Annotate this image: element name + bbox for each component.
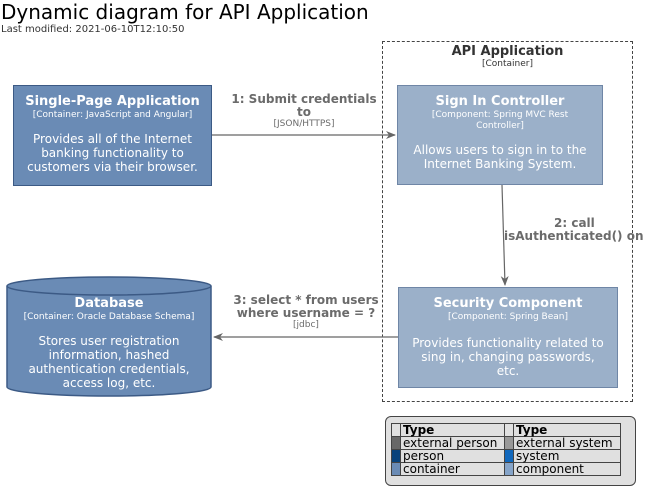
desc-line: access log, etc. <box>62 376 156 390</box>
last-modified-text: Last modified: 2021-06-10T12:10:50 <box>1 24 185 35</box>
desc-line: customers via their browser. <box>27 160 198 174</box>
boundary-type: [Container] <box>481 59 533 69</box>
legend-swatch <box>391 449 401 463</box>
edge-label-line: 3: select * from users <box>233 293 379 307</box>
node-name: Database <box>74 296 144 311</box>
legend-header-swatch <box>391 423 401 437</box>
node-name: Single-Page Application <box>25 94 200 109</box>
legend-swatch <box>504 449 514 463</box>
desc-line: Provides functionality related to <box>412 336 604 350</box>
node-type: [Component: Spring MVC Rest Controller] <box>431 110 569 131</box>
desc-line: Internet Banking System. <box>423 157 577 171</box>
desc-line: Provides all of the Internet <box>33 132 192 146</box>
desc-line: Allows users to sign in to the <box>413 143 587 157</box>
legend-swatch <box>391 436 401 450</box>
desc-line: banking functionality to <box>41 146 184 160</box>
legend-label: external system <box>513 436 621 450</box>
security-component-node[interactable]: Security Component [Component: Spring Be… <box>398 287 618 388</box>
database-text: Database [Container: Oracle Database Sch… <box>6 296 212 390</box>
diagram-title: Dynamic diagram for API Application <box>1 0 369 24</box>
legend-label: component <box>513 462 621 476</box>
node-type: [Container: JavaScript and Angular] <box>32 110 193 120</box>
edge-label-line: 1: Submit credentials <box>231 92 377 106</box>
node-description: Allows users to sign in to the Internet … <box>398 143 602 171</box>
node-type: [Component: Spring Bean] <box>447 312 568 322</box>
desc-line: Stores user registration <box>38 334 180 348</box>
legend-swatch <box>504 462 514 476</box>
edge-technology: [jdbc] <box>293 320 319 330</box>
edge-1-label: 1: Submit credentials to [JSON/HTTPS] <box>226 93 382 130</box>
legend-swatch <box>391 462 401 476</box>
legend-swatch <box>504 436 514 450</box>
edge-technology: [JSON/HTTPS] <box>273 119 335 129</box>
node-description: Provides all of the Internet banking fun… <box>14 132 211 174</box>
desc-line: authentication credentials, <box>28 362 190 376</box>
node-description: Stores user registration information, ha… <box>6 334 212 390</box>
api-application-boundary: API Application [Container] <box>382 41 633 402</box>
node-description: Provides functionality related to sing i… <box>399 336 617 378</box>
legend-header: Type <box>400 423 505 437</box>
legend-header: Type <box>513 423 621 437</box>
legend-header-swatch <box>504 423 514 437</box>
database-cylinder-icon <box>6 276 212 397</box>
boundary-title: API Application <box>451 44 564 59</box>
desc-line: sing in, changing passwords, <box>421 350 595 364</box>
legend-label: external person <box>400 436 505 450</box>
edge-label-line: to <box>297 105 311 119</box>
edge-label-line: isAuthenticated() on <box>504 229 644 243</box>
legend-label: person <box>400 449 505 463</box>
node-name: Security Component <box>433 296 583 311</box>
edge-label-line: where username = ? <box>236 306 376 320</box>
legend-table: Type Type external person external syste… <box>391 423 621 476</box>
sign-in-controller-node[interactable]: Sign In Controller [Component: Spring MV… <box>397 85 603 185</box>
desc-line: information, hashed <box>48 348 170 362</box>
legend-label: container <box>400 462 505 476</box>
node-type: [Container: Oracle Database Schema] <box>23 312 195 322</box>
node-name: Sign In Controller <box>435 94 565 109</box>
legend: Type Type external person external syste… <box>385 416 636 486</box>
edge-label-line: 2: call <box>554 216 595 230</box>
desc-line: etc. <box>496 364 520 378</box>
database-node[interactable]: Database [Container: Oracle Database Sch… <box>6 276 212 398</box>
legend-label: system <box>513 449 621 463</box>
edge-2-line <box>500 184 509 286</box>
single-page-application-node[interactable]: Single-Page Application [Container: Java… <box>13 85 212 186</box>
edge-2-label: 2: call isAuthenticated() on <box>504 217 644 243</box>
edge-3-label: 3: select * from users where username = … <box>228 294 384 331</box>
